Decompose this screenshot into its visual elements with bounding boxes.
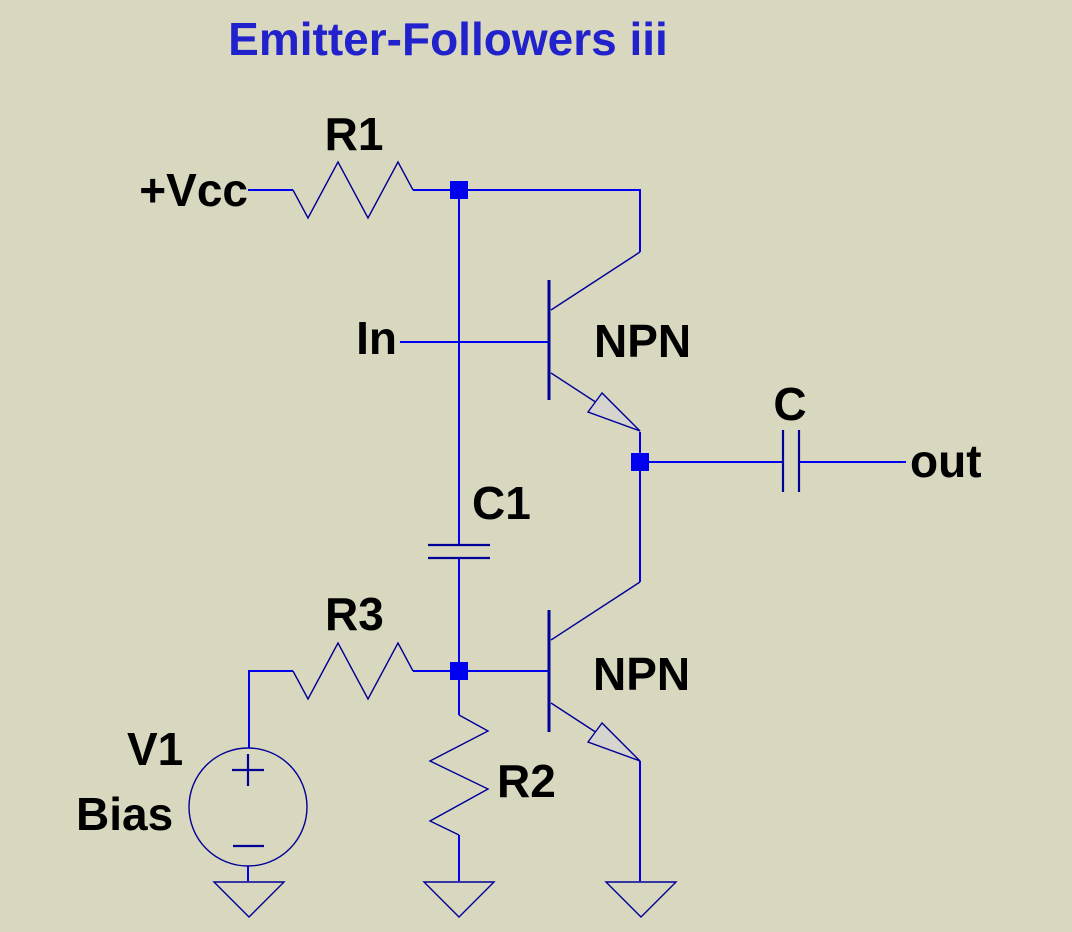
r3-resistor[interactable] xyxy=(292,641,414,701)
schematic-title: Emitter-Followers iii xyxy=(228,13,668,65)
junction-node-a[interactable] xyxy=(450,181,468,199)
bottom-npn-collector[interactable] xyxy=(550,581,641,641)
wire-v1-to-r3[interactable] xyxy=(248,670,293,748)
label-npn-bottom: NPN xyxy=(593,648,690,700)
r3-zigzag[interactable] xyxy=(292,641,414,701)
r1-resistor[interactable] xyxy=(292,160,414,220)
label-npn-top: NPN xyxy=(594,315,691,367)
v1-circle[interactable] xyxy=(188,747,308,867)
ground-emitter-icon[interactable] xyxy=(604,881,678,918)
v1-plus-icon xyxy=(232,754,264,786)
v1-voltage-source[interactable] xyxy=(188,747,308,867)
ground-symbols xyxy=(212,881,678,918)
label-bias: Bias xyxy=(76,788,173,840)
junction-node-c[interactable] xyxy=(631,453,649,471)
r1-zigzag[interactable] xyxy=(292,160,414,220)
junction-node-b[interactable] xyxy=(450,662,468,680)
label-c1: C1 xyxy=(472,477,531,529)
bottom-npn-emitter-arrow-icon xyxy=(586,721,641,762)
top-npn-transistor[interactable] xyxy=(547,251,641,432)
top-npn-emitter-arrow-icon xyxy=(586,391,641,432)
label-c: C xyxy=(773,378,806,430)
label-r2: R2 xyxy=(497,755,556,807)
c-capacitor[interactable] xyxy=(781,430,801,492)
label-out: out xyxy=(910,435,982,487)
c1-capacitor[interactable] xyxy=(428,543,490,560)
label-vcc: +Vcc xyxy=(139,164,248,216)
label-r3: R3 xyxy=(325,588,384,640)
bottom-npn-transistor[interactable] xyxy=(547,581,641,762)
label-v1: V1 xyxy=(127,723,183,775)
ground-v1-icon[interactable] xyxy=(212,881,286,918)
top-npn-collector[interactable] xyxy=(550,251,641,311)
label-in: In xyxy=(356,312,397,364)
r2-zigzag[interactable] xyxy=(428,714,490,836)
ground-r2-icon[interactable] xyxy=(422,881,496,918)
r2-resistor[interactable] xyxy=(428,714,490,836)
wires xyxy=(247,189,906,881)
label-r1: R1 xyxy=(325,108,384,160)
wire-node-a-to-top-collector[interactable] xyxy=(467,189,641,252)
